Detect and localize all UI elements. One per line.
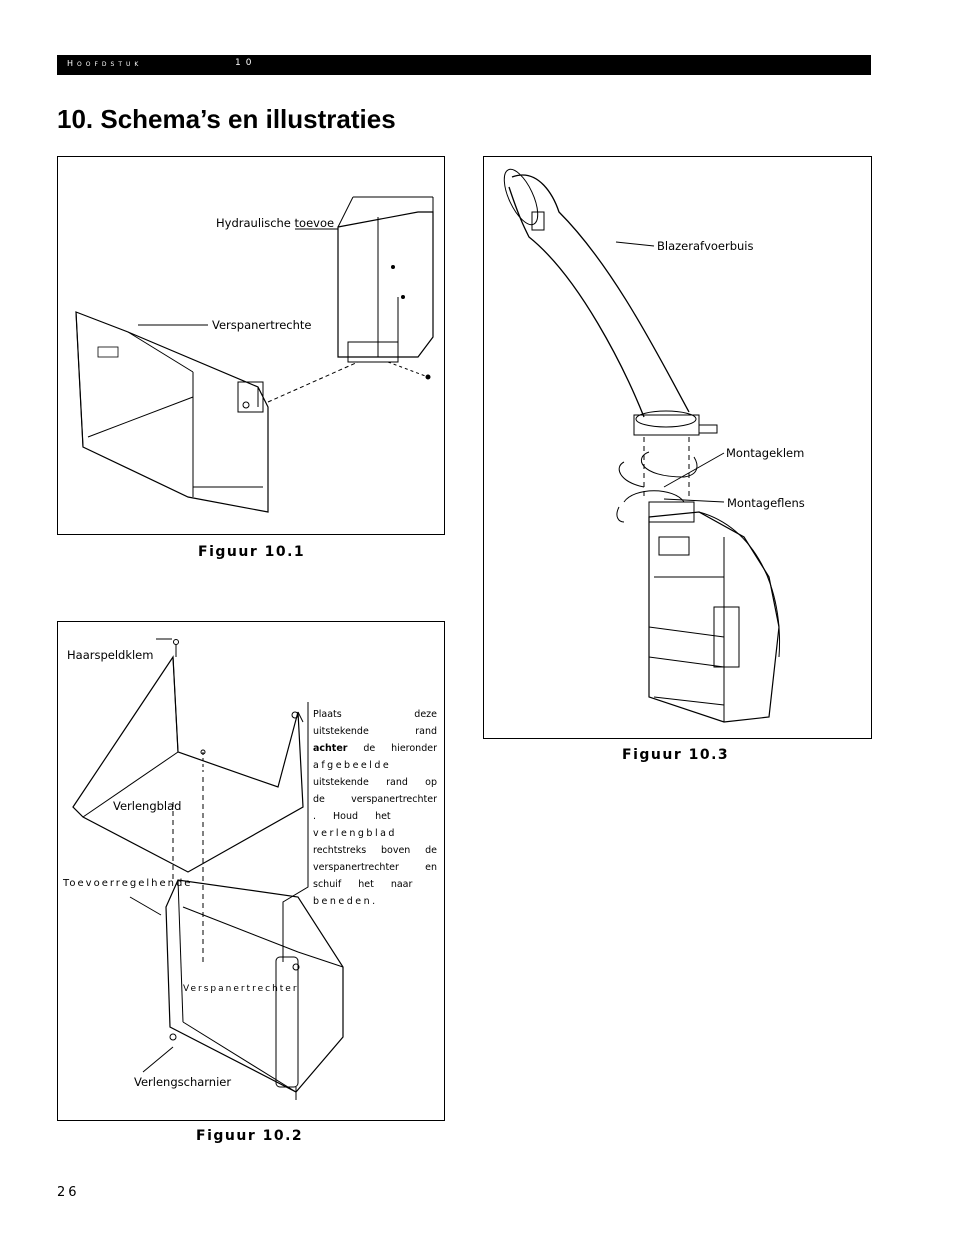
figure-10-3-caption: Figuur 10.3: [622, 747, 730, 763]
discharge-pipe-label: Blazerafvoerbuis: [657, 239, 754, 253]
note-line: . Houd het: [313, 811, 391, 822]
chapter-number: 10: [235, 58, 257, 68]
extension-hinge-label: Verlengscharnier: [134, 1075, 232, 1089]
figure-10-3-frame: Blazerafvoerbuis Montageklem Montageflen…: [483, 156, 872, 739]
hydraulic-feed-label: Hydraulische toevoe: [216, 216, 335, 230]
hairpin-clip-label: Haarspeldklem: [67, 648, 154, 662]
note-line: Plaats deze: [313, 709, 437, 720]
hopper-assembly-illustration: [75, 196, 434, 513]
note-line: schuif het naar: [313, 879, 413, 890]
note-line: uitstekende rand op: [313, 777, 437, 788]
mounting-flange-label: Montageflens: [727, 496, 805, 510]
extension-blade-label: Verlengblad: [113, 799, 182, 813]
page-title: 10. Schema’s en illustraties: [57, 104, 396, 134]
note-line: beneden.: [313, 896, 378, 907]
note-line: verlengblad: [313, 828, 397, 839]
page-number: 26: [57, 1185, 80, 1200]
figure-10-1-frame: Hydraulische toevoe Verspanertrechte: [57, 156, 445, 535]
extension-assembly-illustration: [72, 638, 344, 1100]
installation-note: Plaats deze uitstekende rand achter de h…: [313, 706, 437, 910]
note-emphasis: achter: [313, 743, 348, 754]
hopper-label: Verspanertrechte: [212, 318, 312, 332]
note-line: afgebeelde: [313, 760, 392, 771]
note-line: verspanertrechter en: [313, 862, 437, 873]
hopper-label: Verspanertrechter: [183, 984, 299, 994]
mounting-clamp-label: Montageklem: [726, 446, 805, 460]
figure-10-1-caption: Figuur 10.1: [198, 544, 306, 560]
chapter-header-bar: Hoofdstuk 10: [57, 55, 871, 75]
note-line-rest: de hieronder: [363, 743, 437, 754]
chapter-label: Hoofdstuk: [67, 59, 143, 68]
figure-10-2-caption: Figuur 10.2: [196, 1128, 304, 1144]
feed-control-handle-label: Toevoerregelhende: [63, 878, 193, 889]
note-line: de verspanertrechter: [313, 794, 437, 805]
discharge-pipe-illustration: [503, 168, 781, 723]
note-line: rechtstreks boven de: [313, 845, 437, 856]
note-line: uitstekende rand: [313, 726, 437, 737]
figure-10-2-frame: Haarspeldklem Verlengblad Toevoerregelhe…: [57, 621, 445, 1121]
note-line: achter de hieronder: [313, 740, 437, 757]
